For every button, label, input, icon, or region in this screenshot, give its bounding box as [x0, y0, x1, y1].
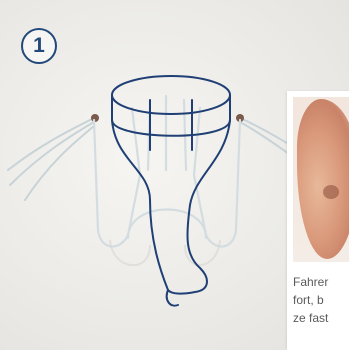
caption-line-2: fort, b [293, 291, 328, 309]
caption-text: Fahrer fort, b ze fast [293, 273, 328, 327]
nose-photo [293, 97, 349, 262]
nostril-shape [323, 185, 339, 199]
right-wire-arm [240, 118, 292, 156]
nose-image [297, 99, 349, 259]
left-wire-arm [8, 118, 94, 200]
wire-frame-body [94, 96, 240, 246]
caption-line-3: ze fast [293, 309, 328, 327]
caption-line-1: Fahrer [293, 273, 328, 291]
foot-outline [112, 76, 230, 306]
side-photo-card: Fahrer fort, b ze fast [287, 91, 349, 350]
